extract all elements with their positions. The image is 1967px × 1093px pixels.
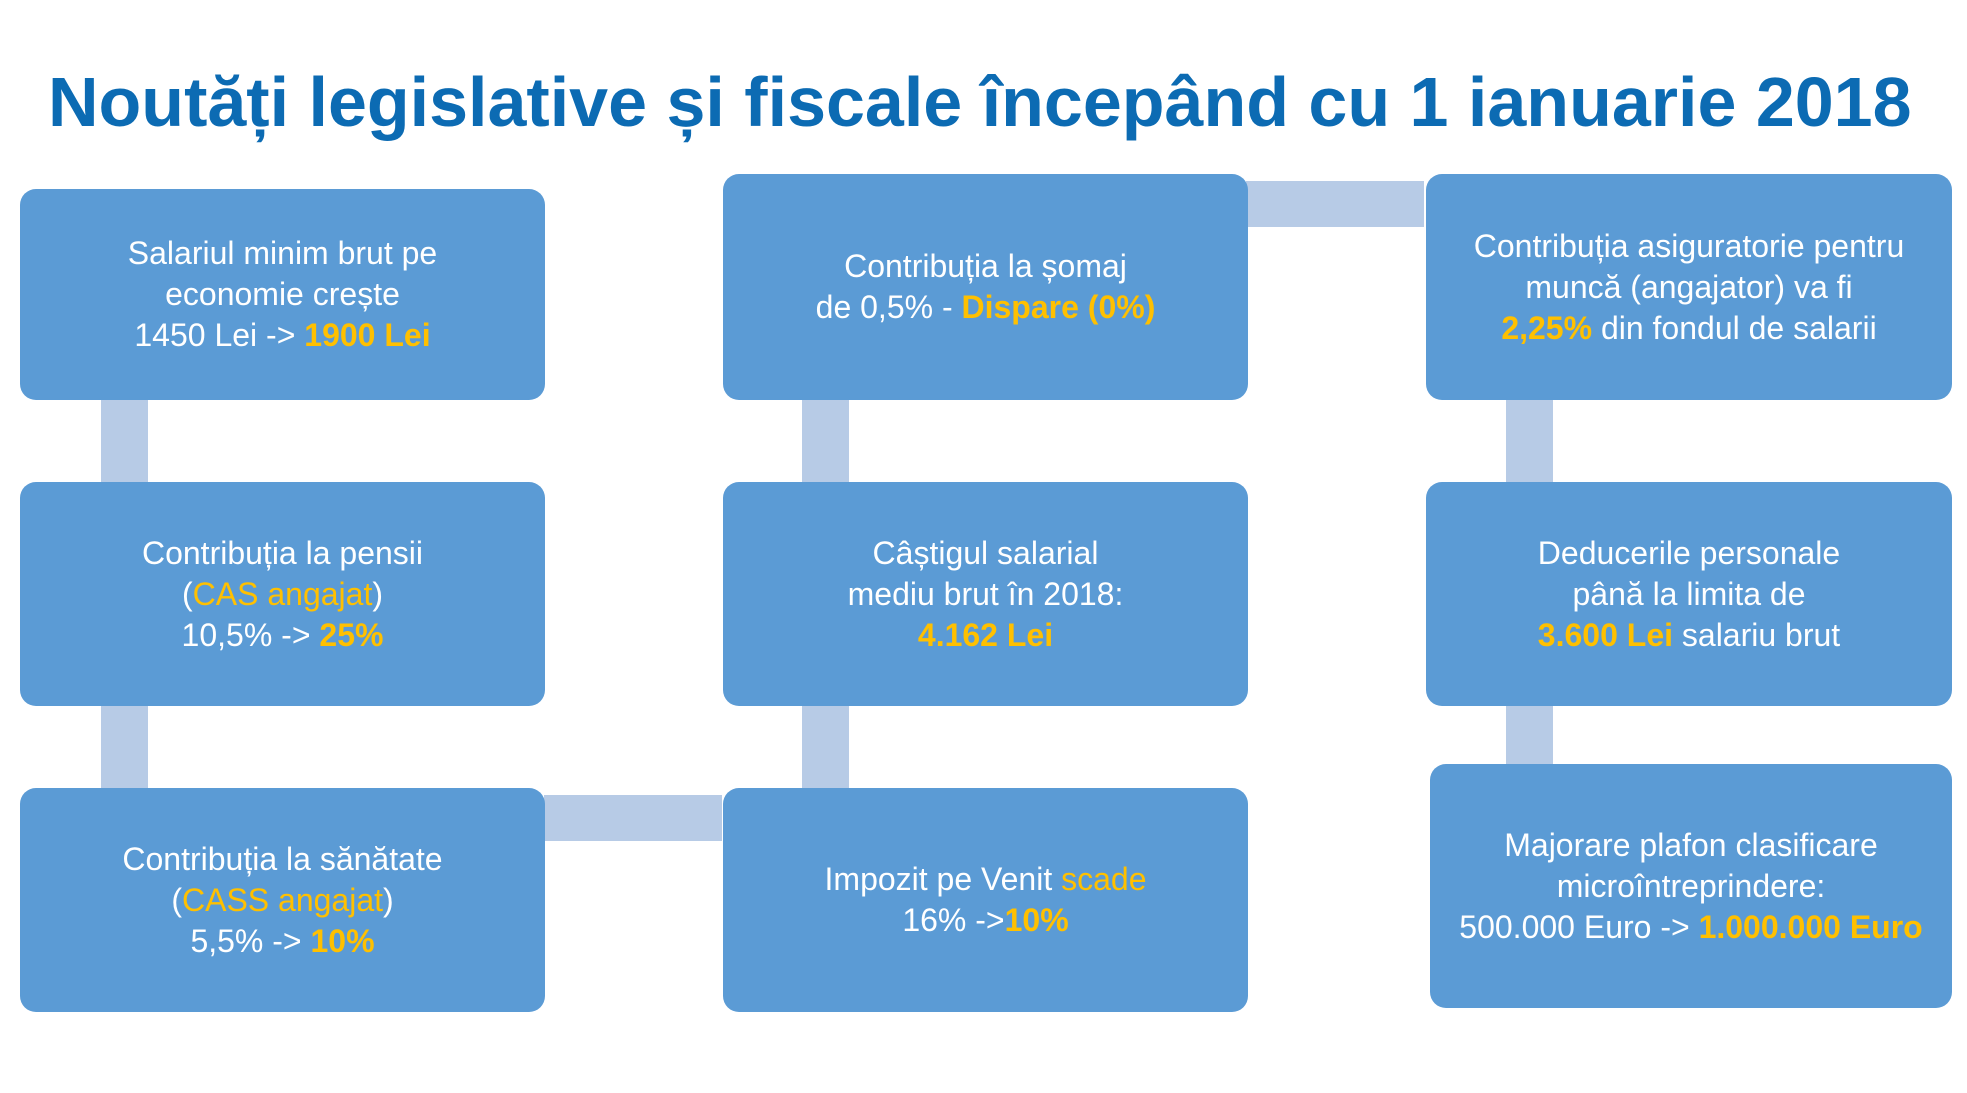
box-plafon-line1: Majorare plafon clasificare [1504, 826, 1878, 863]
pensii-new-value: 25% [319, 616, 384, 653]
box-plafon-microintreprindere: Majorare plafon clasificare microîntrepr… [1430, 764, 1952, 1008]
box-somaj-line1: Contribuția la șomaj [844, 248, 1127, 284]
box-sanatate-line3: 5,5% -> 10% [122, 921, 442, 962]
deduceri-suffix: salariu brut [1673, 616, 1841, 653]
sanatate-new-value: 10% [310, 922, 375, 959]
sanatate-paren-close: ) [383, 881, 394, 918]
plafon-old-value: 500.000 Euro -> [1459, 908, 1699, 945]
impozit-label: Impozit pe Venit [824, 861, 1062, 897]
box-sanatate-line2: (CASS angajat) [122, 880, 442, 921]
asiguratorie-suffix: din fondul de salarii [1592, 309, 1877, 346]
box-impozit-venit: Impozit pe Venit scade 16% ->10% [723, 788, 1248, 1012]
castig-value: 4.162 Lei [917, 616, 1054, 653]
connector-impozit-castig [802, 706, 849, 788]
box-salariu-line2: economie crește [165, 276, 400, 312]
pensii-cas-label: CAS angajat [192, 575, 373, 612]
impozit-new-value: 10% [1004, 902, 1069, 938]
box-plafon-line2: microîntreprindere: [1556, 867, 1826, 904]
box-salariu-line3: 1450 Lei -> 1900 Lei [128, 315, 437, 356]
box-contributia-somaj: Contribuția la șomaj de 0,5% - Dispare (… [723, 174, 1248, 400]
pensii-old-value: 10,5% -> [181, 616, 320, 653]
sanatate-paren-open: ( [171, 881, 182, 918]
box-pensii-line3: 10,5% -> 25% [142, 615, 423, 656]
connector-somaj-asiguratorie [1246, 181, 1424, 227]
pensii-paren-close: ) [372, 575, 383, 612]
box-asiguratorie-line3: 2,25% din fondul de salarii [1474, 308, 1904, 349]
box-somaj-line2: de 0,5% - Dispare (0%) [816, 287, 1156, 328]
connector-pensii-sanatate [101, 706, 148, 788]
box-castig-line1: Câștigul salarial [872, 534, 1099, 571]
box-salariu-minim: Salariul minim brut pe economie crește 1… [20, 189, 545, 400]
somaj-new-value: Dispare (0%) [961, 289, 1156, 325]
pensii-paren-open: ( [182, 575, 193, 612]
connector-sanatate-impozit [544, 795, 722, 841]
salariu-old-value: 1450 Lei -> [134, 317, 305, 353]
box-plafon-line3: 500.000 Euro -> 1.000.000 Euro [1459, 907, 1922, 948]
connector-castig-somaj [802, 400, 849, 482]
connector-asiguratorie-deduceri [1506, 400, 1553, 482]
box-contributia-asiguratorie: Contribuția asiguratorie pentru muncă (a… [1426, 174, 1952, 400]
box-deduceri-line3: 3.600 Lei salariu brut [1538, 615, 1840, 656]
somaj-old-value: de 0,5% - [815, 289, 962, 325]
box-pensii-line1: Contribuția la pensii [141, 534, 424, 571]
plafon-new-value: 1.000.000 Euro [1698, 908, 1923, 945]
box-castig-line2: mediu brut în 2018: [847, 575, 1124, 612]
box-castig-salarial: Câștigul salarial mediu brut în 2018: 4.… [723, 482, 1248, 706]
impozit-scade: scade [1061, 861, 1147, 897]
sanatate-old-value: 5,5% -> [190, 922, 311, 959]
page-title: Noutăți legislative și fiscale începând … [48, 63, 1912, 141]
box-salariu-line1: Salariul minim brut pe [127, 235, 438, 271]
box-deduceri-line2: până la limita de [1572, 575, 1806, 612]
box-deduceri-line1: Deducerile personale [1537, 534, 1841, 571]
sanatate-cass-label: CASS angajat [181, 881, 383, 918]
salariu-new-value: 1900 Lei [304, 317, 431, 353]
box-contributia-pensii: Contribuția la pensii (CAS angajat) 10,5… [20, 482, 545, 706]
box-impozit-line1: Impozit pe Venit scade [825, 859, 1147, 900]
box-pensii-line2: (CAS angajat) [142, 574, 423, 615]
deduceri-value: 3.600 Lei [1537, 616, 1673, 653]
box-impozit-line2: 16% ->10% [825, 900, 1147, 941]
connector-deduceri-plafon [1506, 706, 1553, 764]
box-asiguratorie-line1: Contribuția asiguratorie pentru [1473, 227, 1905, 264]
asiguratorie-value: 2,25% [1501, 309, 1593, 346]
box-sanatate-line1: Contribuția la sănătate [122, 840, 443, 877]
box-asiguratorie-line2: muncă (angajator) va fi [1525, 268, 1853, 305]
connector-salariu-pensii [101, 400, 148, 482]
box-contributia-sanatate: Contribuția la sănătate (CASS angajat) 5… [20, 788, 545, 1012]
box-deduceri-personale: Deducerile personale până la limita de 3… [1426, 482, 1952, 706]
impozit-old-value: 16% -> [902, 902, 1005, 938]
